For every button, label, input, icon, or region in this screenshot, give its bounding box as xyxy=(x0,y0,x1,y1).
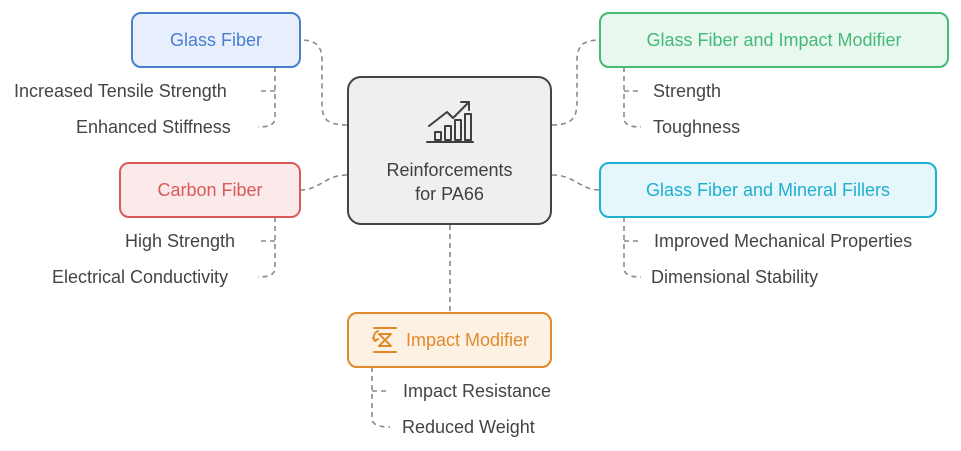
topic-label: Glass Fiber xyxy=(169,29,263,50)
connector-glass-fiber xyxy=(299,39,348,126)
leaf-connector xyxy=(623,217,642,278)
topic-glass-fiber-impact-modifier[interactable]: Glass Fiber and Impact Modifier xyxy=(599,12,949,68)
compress-arrows-icon xyxy=(370,325,400,355)
leaf-connector xyxy=(623,67,642,128)
topic-label: Impact Modifier xyxy=(405,329,530,350)
leaf-improved-mechanical-properties: Improved Mechanical Properties xyxy=(654,231,913,251)
leaf-electrical-conductivity: Electrical Conductivity xyxy=(52,267,229,287)
topic-label: Glass Fiber and Mineral Fillers xyxy=(645,179,891,200)
topic-impact-modifier[interactable]: Impact Modifier xyxy=(347,312,552,368)
leaf-enhanced-stiffness: Enhanced Stiffness xyxy=(76,117,231,137)
leaf-connector xyxy=(257,67,276,128)
topic-glass-fiber[interactable]: Glass Fiber xyxy=(131,12,301,68)
leaf-connector xyxy=(257,217,276,278)
leaf-connector xyxy=(371,367,391,428)
center-title-line2: for PA66 xyxy=(415,183,484,204)
connector-glass-fiber-impact xyxy=(551,39,601,126)
leaf-dimensional-stability: Dimensional Stability xyxy=(651,267,819,287)
connector-carbon-fiber xyxy=(299,174,348,191)
topic-label: Carbon Fiber xyxy=(157,179,263,200)
leaf-high-strength: High Strength xyxy=(125,231,236,251)
leaf-increased-tensile-strength: Increased Tensile Strength xyxy=(14,81,227,101)
center-node[interactable]: Reinforcements for PA66 xyxy=(347,76,552,225)
leaf-strength: Strength xyxy=(653,81,722,101)
topic-glass-fiber-mineral-fillers[interactable]: Glass Fiber and Mineral Fillers xyxy=(599,162,937,218)
leaf-reduced-weight: Reduced Weight xyxy=(402,417,535,437)
center-title-line1: Reinforcements xyxy=(386,159,513,180)
topic-label: Glass Fiber and Impact Modifier xyxy=(646,29,902,50)
growth-chart-icon xyxy=(425,96,475,152)
connector-glass-fiber-mineral xyxy=(551,174,601,191)
topic-carbon-fiber[interactable]: Carbon Fiber xyxy=(119,162,301,218)
leaf-toughness: Toughness xyxy=(653,117,741,137)
leaf-impact-resistance: Impact Resistance xyxy=(403,381,552,401)
